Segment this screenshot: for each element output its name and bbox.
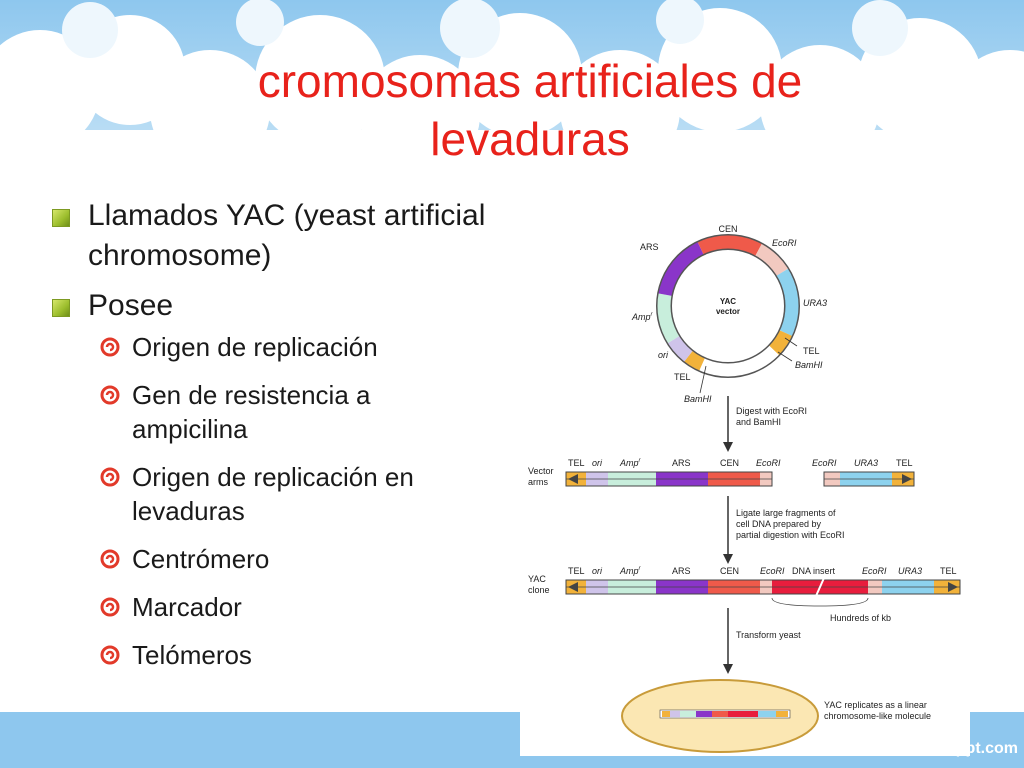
- label-ecori: EcoRI: [772, 238, 797, 248]
- segment-tel-left: [684, 350, 706, 371]
- row1-label-tel-2: TEL: [896, 458, 913, 468]
- red-swirl-bullet-icon: [100, 549, 120, 569]
- sub-bullet-text: Centrómero: [132, 544, 270, 574]
- hundreds-kb-label: Hundreds of kb: [830, 613, 891, 623]
- red-swirl-bullet-icon: [100, 467, 120, 487]
- sub-bullet-text: Telómeros: [132, 640, 252, 670]
- bullet-yac-definition: Llamados YAC (yeast artificial chromosom…: [52, 196, 492, 276]
- row2-label-ecori: EcoRI: [760, 566, 785, 576]
- label-tel-left: TEL: [674, 372, 691, 382]
- vector-arms-label-1: Vector: [528, 466, 554, 476]
- red-swirl-bullet-icon: [100, 385, 120, 405]
- yac-vector-circle: [656, 234, 800, 378]
- hundreds-bracket: [771, 597, 869, 607]
- vector-arms-label-2: arms: [528, 477, 548, 487]
- green-square-bullet-icon: [52, 209, 70, 227]
- row2-label-ura3: URA3: [898, 566, 922, 576]
- sub-bullet-yeast-origin: Origen de replicación en levaduras: [88, 460, 492, 528]
- segment-cen: [697, 235, 762, 257]
- vector-arm-left: [565, 471, 773, 487]
- label-amp: Ampr: [631, 312, 654, 322]
- segment-stuffer: [699, 345, 780, 378]
- label-ura3: URA3: [803, 298, 827, 308]
- label-cen: CEN: [718, 224, 737, 234]
- row2-label-amp: Ampr: [619, 566, 642, 576]
- row1-label-tel: TEL: [568, 458, 585, 468]
- step-digest-line-2: and BamHI: [736, 417, 781, 427]
- sub-bullet-centromere: Centrómero: [88, 542, 492, 576]
- step-ligate-line-3: partial digestion with EcoRI: [736, 530, 845, 540]
- row1-label-cen: CEN: [720, 458, 739, 468]
- slide-title: cromosomas artificiales de levaduras: [120, 52, 940, 168]
- label-bamhi-right: BamHI: [795, 360, 823, 370]
- sub-bullet-ampicillin: Gen de resistencia a ampicilina: [88, 378, 492, 446]
- sky-background: [0, 0, 1024, 200]
- yac-clone-bar: [565, 577, 961, 597]
- row1-label-ecori-2: EcoRI: [812, 458, 837, 468]
- replicates-line-1: YAC replicates as a linear: [824, 700, 927, 710]
- label-ars: ARS: [640, 242, 659, 252]
- yac-diagram: YAC vector CEN EcoRI ARS URA3 Ampr TEL B…: [520, 196, 970, 756]
- circle-center-label-1: YAC: [720, 297, 736, 306]
- segment-amp: [656, 293, 680, 344]
- row1-label-ura3: URA3: [854, 458, 878, 468]
- bullet-list: Llamados YAC (yeast artificial chromosom…: [52, 196, 492, 686]
- circle-center-label-2: vector: [716, 307, 740, 316]
- step-ligate-line-1: Ligate large fragments of: [736, 508, 836, 518]
- row1-label-ecori: EcoRI: [756, 458, 781, 468]
- bullet-text: Posee: [88, 289, 174, 322]
- label-tel-right: TEL: [803, 346, 820, 356]
- segment-ars: [658, 241, 704, 297]
- arrow-ligate: [723, 496, 733, 564]
- bullet-posee: Posee Origen de replicación Gen de resis…: [52, 286, 492, 672]
- watermark: ppt.com: [955, 740, 1018, 757]
- segment-ecori: [755, 243, 789, 277]
- row2-label-tel: TEL: [568, 566, 585, 576]
- row2-label-insert: DNA insert: [792, 566, 836, 576]
- sub-bullet-origin: Origen de replicación: [88, 330, 492, 364]
- step-digest-line-1: Digest with EcoRI: [736, 406, 807, 416]
- yac-clone-label-1: YAC: [528, 574, 546, 584]
- sub-bullet-text: Origen de replicación: [132, 332, 378, 362]
- label-leaders: [699, 337, 798, 394]
- yac-clone-label-2: clone: [528, 585, 550, 595]
- row1-label-ars: ARS: [672, 458, 691, 468]
- step-transform: Transform yeast: [736, 630, 801, 640]
- replicates-line-2: chromosome-like molecule: [824, 711, 931, 721]
- segment-ura3: [776, 268, 799, 337]
- red-swirl-bullet-icon: [100, 337, 120, 357]
- sub-bullet-marker: Marcador: [88, 590, 492, 624]
- step-ligate-line-2: cell DNA prepared by: [736, 519, 822, 529]
- row1-label-amp: Ampr: [619, 458, 642, 468]
- sub-bullet-text: Marcador: [132, 592, 242, 622]
- label-ori: ori: [658, 350, 669, 360]
- row2-label-ecori-2: EcoRI: [862, 566, 887, 576]
- row2-label-cen: CEN: [720, 566, 739, 576]
- bullet-text: Llamados YAC (yeast artificial chromosom…: [88, 199, 486, 272]
- title-line-1: cromosomas artificiales de: [257, 55, 803, 107]
- label-bamhi-left: BamHI: [684, 394, 712, 404]
- red-swirl-bullet-icon: [100, 597, 120, 617]
- segment-ori: [667, 335, 693, 362]
- vector-arm-right: [823, 471, 915, 487]
- sub-bullet-text: Origen de replicación en levaduras: [132, 462, 414, 526]
- title-line-2: levaduras: [430, 113, 630, 165]
- row2-label-tel-2: TEL: [940, 566, 957, 576]
- red-swirl-bullet-icon: [100, 645, 120, 665]
- sub-bullet-text: Gen de resistencia a ampicilina: [132, 380, 371, 444]
- row2-label-ars: ARS: [672, 566, 691, 576]
- arrow-digest: [723, 396, 733, 452]
- sub-bullet-telomeres: Telómeros: [88, 638, 492, 672]
- segment-tel-right: [768, 329, 792, 356]
- yeast-cell: [621, 679, 819, 753]
- row2-label-ori: ori: [592, 566, 603, 576]
- row1-label-ori: ori: [592, 458, 603, 468]
- green-square-bullet-icon: [52, 299, 70, 317]
- sub-bullet-list: Origen de replicación Gen de resistencia…: [88, 330, 492, 672]
- arrow-transform: [723, 608, 733, 674]
